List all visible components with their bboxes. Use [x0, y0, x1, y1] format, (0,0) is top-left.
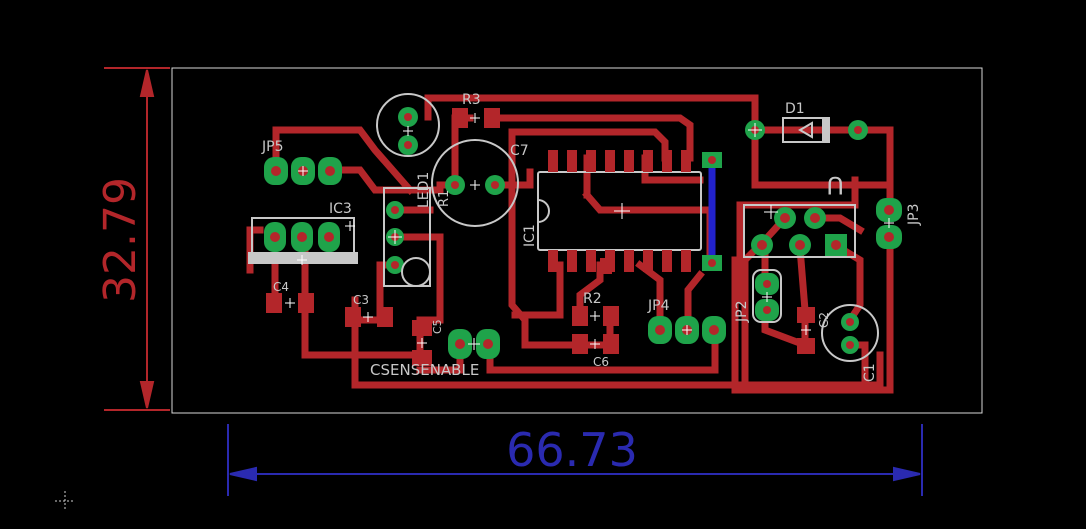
label-c7: C7 [510, 143, 529, 159]
through-hole-pads [264, 107, 902, 359]
label-led1: LED1 [416, 172, 432, 208]
label-csensenable: CSENSENABLE [370, 361, 479, 379]
label-c5: C5 [431, 319, 444, 334]
label-r1: R1 [437, 190, 452, 207]
width-dimension-label: 66.73 [506, 423, 638, 477]
height-dimension [104, 67, 170, 411]
label-u: U [826, 171, 844, 199]
width-dimension [227, 424, 923, 496]
crosshair-icon [55, 491, 75, 511]
label-c6: C6 [593, 355, 609, 369]
label-ic1: IC1 [522, 224, 538, 247]
silkscreen [251, 93, 879, 362]
ic3-tab [248, 252, 358, 264]
label-r2: R2 [583, 291, 602, 307]
label-c2: C2 [817, 312, 831, 328]
label-jp4: JP4 [647, 298, 670, 314]
board-outline [171, 67, 983, 414]
height-dimension-label: 32.79 [95, 177, 146, 303]
label-jp2: JP2 [734, 301, 750, 323]
label-c3: C3 [353, 293, 369, 307]
label-c1: C1 [862, 363, 878, 382]
d1-arrow [798, 121, 813, 139]
label-r3: R3 [462, 92, 481, 108]
label-d1: D1 [785, 101, 805, 117]
origin-markers [285, 113, 894, 350]
smd-pads [266, 108, 815, 366]
label-ic3: IC3 [329, 201, 352, 217]
d1-stripe [822, 118, 828, 142]
label-c4: C4 [273, 280, 289, 294]
label-jp5: JP5 [261, 139, 283, 155]
label-jp3: JP3 [906, 204, 922, 226]
